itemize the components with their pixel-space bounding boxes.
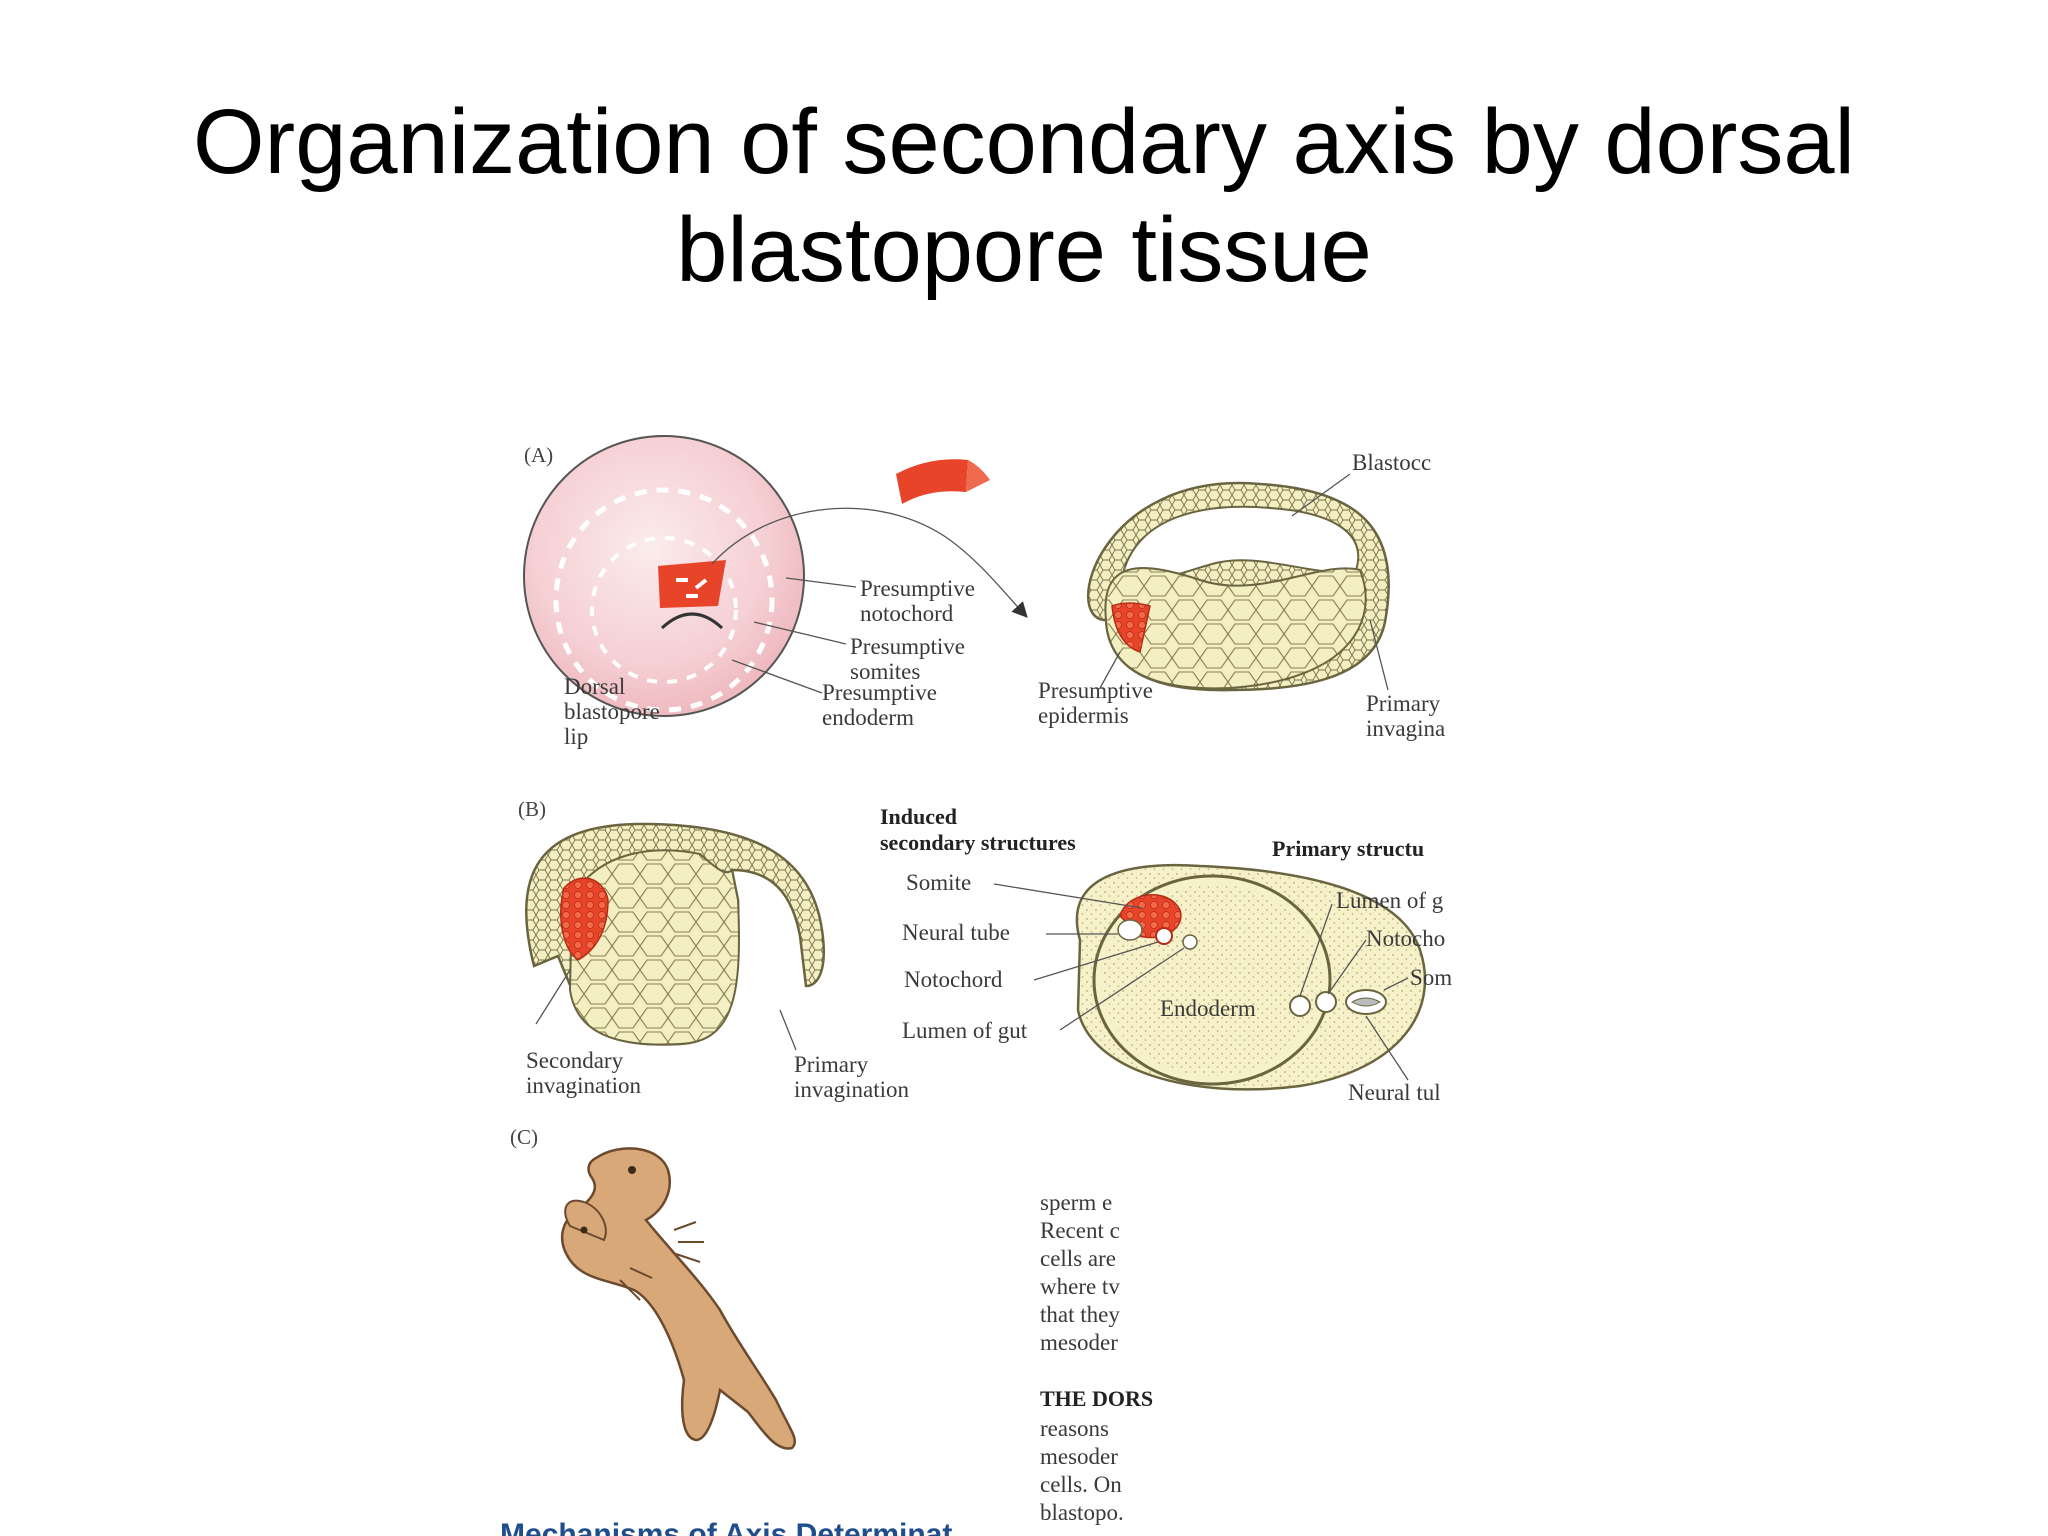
secondary-structures-cluster [1117, 894, 1198, 950]
svg-text:Primary: Primary [1366, 691, 1441, 716]
svg-text:blastopore: blastopore [564, 699, 660, 724]
slide-title: Organization of secondary axis by dorsal… [0, 88, 2048, 304]
svg-text:Notocho: Notocho [1366, 926, 1445, 951]
svg-text:invagination: invagination [526, 1073, 641, 1098]
svg-text:Presumptive: Presumptive [850, 634, 965, 659]
svg-text:mesoder: mesoder [1040, 1330, 1118, 1355]
panel-c-label: (C) [510, 1125, 538, 1149]
label-presumptive-notochord: Presumptive notochord [785, 576, 975, 626]
label-presumptive-somites: Presumptive somites [753, 621, 965, 684]
cross-section-embryo: Endoderm [1075, 863, 1427, 1091]
svg-text:secondary structures: secondary structures [880, 830, 1076, 855]
host-gastrula-a [1086, 481, 1390, 692]
label-somite: Somite [906, 870, 1143, 909]
svg-text:Som: Som [1410, 965, 1452, 990]
transplant-arrow [711, 507, 1028, 618]
grafted-gastrula-b [525, 822, 826, 1046]
svg-text:Recent c: Recent c [1040, 1218, 1120, 1243]
svg-text:Dorsal: Dorsal [564, 674, 625, 699]
svg-text:Neural tul: Neural tul [1348, 1080, 1441, 1105]
label-notochord: Notochord [904, 941, 1159, 992]
label-secondary-invagination: Secondary invagination [526, 969, 641, 1098]
svg-text:reasons: reasons [1040, 1416, 1109, 1441]
panel-a-label: (A) [524, 443, 553, 467]
conjoined-tadpole-illustration [561, 1147, 797, 1450]
svg-text:blastopo.: blastopo. [1040, 1500, 1124, 1525]
primary-structures-cluster [1289, 989, 1387, 1017]
label-right-somite: Som [1383, 965, 1452, 991]
side-heading: THE DORS [1040, 1386, 1153, 1411]
label-right-notochord: Notocho [1327, 926, 1445, 995]
label-primary-invagination-a: Primary invagina [1366, 619, 1445, 741]
svg-text:Presumptive: Presumptive [860, 576, 975, 601]
embryo-figure: (A) Presumptive notochord Presumptive so… [500, 430, 1480, 1536]
svg-text:cells are: cells are [1040, 1246, 1116, 1271]
svg-text:where tv: where tv [1040, 1274, 1120, 1299]
label-presumptive-epidermis: Presumptive epidermis [1038, 651, 1153, 728]
svg-text:invagination: invagination [794, 1077, 909, 1102]
svg-text:Secondary: Secondary [526, 1048, 624, 1073]
bottom-caption-fragment: Mechanisms of Axis Determinat [500, 1518, 952, 1536]
label-lumen-of-gut: Lumen of gut [902, 947, 1185, 1043]
induced-structures-heading: Induced secondary structures [880, 804, 1076, 855]
label-right-neural-tube: Neural tul [1348, 1015, 1441, 1105]
svg-text:Lumen of g: Lumen of g [1336, 888, 1444, 913]
svg-text:Neural tube: Neural tube [902, 920, 1010, 945]
title-line-1: Organization of secondary axis by dorsal [193, 91, 1855, 193]
svg-text:endoderm: endoderm [822, 705, 914, 730]
svg-text:Lumen of gut: Lumen of gut [902, 1018, 1028, 1043]
svg-text:that they: that they [1040, 1302, 1120, 1327]
early-gastrula-egg [523, 435, 805, 717]
excised-tissue-piece [896, 459, 990, 504]
svg-text:epidermis: epidermis [1038, 703, 1129, 728]
svg-text:somites: somites [850, 659, 920, 684]
svg-text:Presumptive: Presumptive [822, 680, 937, 705]
svg-text:mesoder: mesoder [1040, 1444, 1118, 1469]
label-primary-invagination-b: Primary invagination [779, 1009, 909, 1102]
svg-text:notochord: notochord [860, 601, 954, 626]
primary-structures-heading: Primary structu [1272, 836, 1424, 861]
svg-text:Notochord: Notochord [904, 967, 1003, 992]
side-text-fragment: sperm e Recent c cells are where tv that… [1040, 1190, 1153, 1525]
svg-text:invagina: invagina [1366, 716, 1445, 741]
panel-b-label: (B) [518, 797, 546, 821]
svg-text:Induced: Induced [880, 804, 957, 829]
endoderm-label: Endoderm [1160, 996, 1256, 1021]
label-dorsal-blastopore-lip: Dorsal blastopore lip [564, 674, 660, 749]
svg-text:Blastocc: Blastocc [1352, 450, 1431, 475]
label-blastocoel: Blastocc [1291, 450, 1431, 517]
label-right-lumen-of-gut: Lumen of g [1299, 888, 1444, 997]
label-neural-tube: Neural tube [902, 920, 1118, 945]
svg-text:Presumptive: Presumptive [1038, 678, 1153, 703]
label-presumptive-endoderm: Presumptive endoderm [731, 659, 937, 730]
title-line-2: blastopore tissue [676, 199, 1372, 301]
svg-text:sperm e: sperm e [1040, 1190, 1112, 1215]
svg-text:cells. On: cells. On [1040, 1472, 1122, 1497]
svg-text:lip: lip [564, 724, 588, 749]
svg-text:Somite: Somite [906, 870, 971, 895]
svg-text:Primary: Primary [794, 1052, 869, 1077]
dorsal-lip-graft-site [658, 560, 726, 608]
